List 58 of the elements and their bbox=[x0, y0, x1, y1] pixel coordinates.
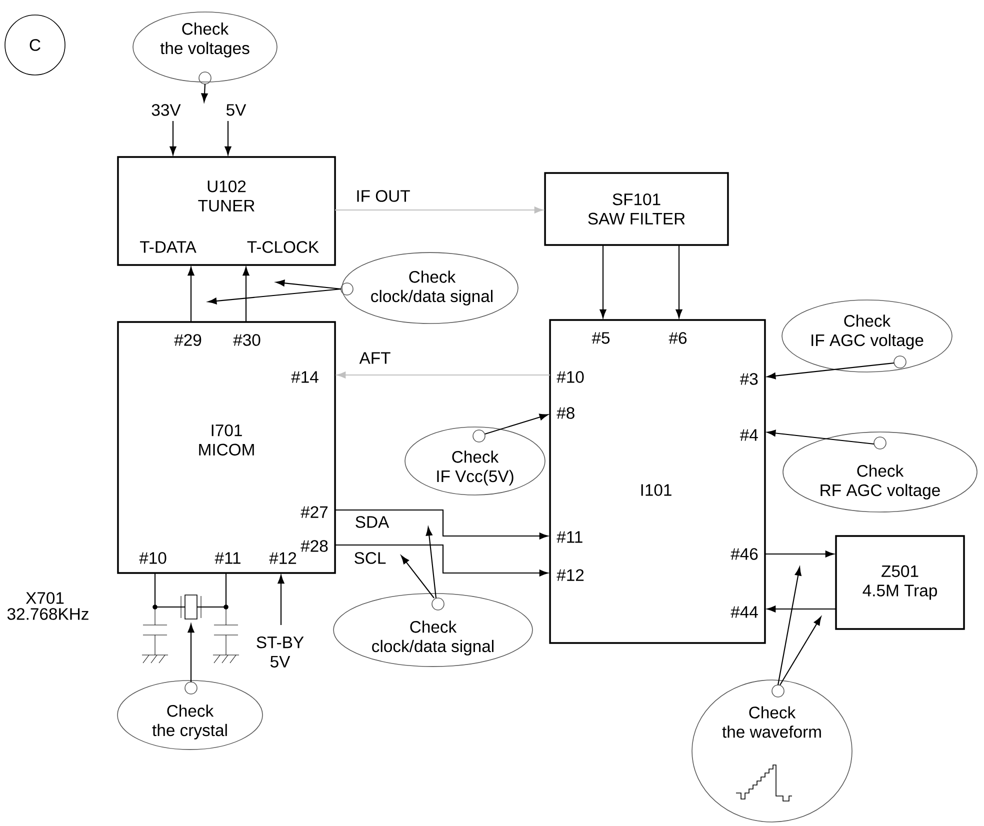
block-box: SF101 SAW FILTER bbox=[544, 172, 729, 246]
pin-label: #10 bbox=[139, 552, 166, 564]
edge-label: AFT bbox=[358, 350, 392, 366]
signal-arrow bbox=[765, 550, 834, 558]
pin-label: #5 bbox=[592, 332, 610, 344]
leader-line bbox=[201, 84, 208, 102]
pin-label: #12 bbox=[269, 552, 296, 564]
edge-label: SCL bbox=[352, 550, 388, 566]
crystal-symbol bbox=[180, 594, 202, 620]
signal-arrow bbox=[766, 606, 836, 612]
pin-label: #4 bbox=[740, 429, 758, 441]
pin-label: #10 bbox=[556, 371, 584, 383]
part-label: X701 bbox=[26, 592, 64, 604]
signal-arrow bbox=[336, 372, 550, 378]
pin-label: #8 bbox=[556, 407, 574, 419]
pin-label: #30 bbox=[233, 334, 260, 346]
signal-arrow bbox=[197, 573, 227, 608]
pin-label: #27 bbox=[300, 506, 328, 518]
leader-line bbox=[400, 555, 434, 598]
signal-arrow bbox=[224, 121, 232, 156]
pin-label: #11 bbox=[556, 531, 582, 543]
pin-label: #28 bbox=[300, 540, 328, 552]
signal-arrow bbox=[600, 245, 606, 318]
leader-line bbox=[426, 526, 437, 598]
leader-line bbox=[484, 414, 548, 435]
leader-line bbox=[780, 616, 822, 686]
edge-label: IF OUT bbox=[354, 188, 412, 204]
signal-arrow bbox=[170, 121, 176, 156]
block-box: Z501 4.5M Trap bbox=[835, 535, 965, 630]
signal-arrow bbox=[335, 509, 548, 540]
leader-line bbox=[276, 280, 342, 290]
signal-arrow bbox=[188, 266, 194, 322]
pin-label: #14 bbox=[291, 371, 318, 383]
pin-label: #44 bbox=[730, 606, 758, 618]
leader-line bbox=[766, 430, 874, 445]
pin-label: #11 bbox=[214, 552, 240, 564]
voltage-label: 5V bbox=[226, 104, 246, 116]
signal-arrow bbox=[335, 544, 548, 576]
signal-arrow bbox=[335, 206, 544, 214]
pin-label: #6 bbox=[668, 332, 687, 344]
voltage-label: 33V bbox=[152, 104, 181, 116]
pin-label: T-CLOCK bbox=[247, 241, 319, 253]
leader-line bbox=[188, 624, 194, 682]
pin-label: #29 bbox=[174, 334, 202, 346]
edge-label: SDA bbox=[354, 514, 390, 530]
signal-arrow bbox=[154, 573, 185, 608]
leader-line bbox=[777, 566, 802, 686]
leader-line bbox=[208, 288, 342, 304]
part-label: 32.768KHz bbox=[7, 608, 88, 620]
pin-label: #46 bbox=[730, 548, 758, 560]
leader-line bbox=[766, 362, 894, 380]
signal-arrow bbox=[676, 245, 682, 318]
pin-label: #3 bbox=[740, 373, 758, 385]
signal-arrow bbox=[242, 266, 250, 322]
pin-label: #12 bbox=[556, 569, 584, 581]
pin-label: T-DATA bbox=[140, 241, 196, 253]
voltage-label: ST-BY 5V bbox=[256, 636, 304, 668]
signal-arrow bbox=[278, 574, 284, 625]
